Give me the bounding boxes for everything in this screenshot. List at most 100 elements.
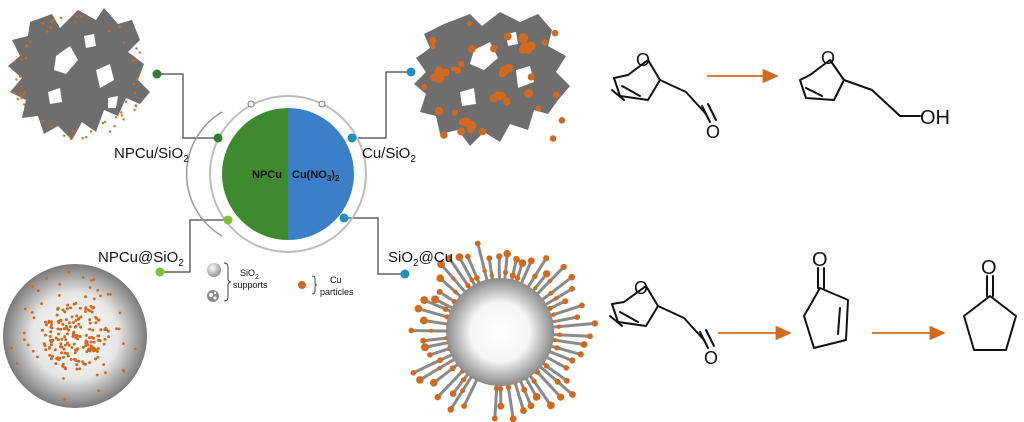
- cu-particle: [518, 259, 527, 267]
- cu-particle: [120, 111, 123, 114]
- cu-particle: [19, 92, 22, 95]
- cu-particle: [95, 349, 99, 353]
- cu-particle: [108, 130, 112, 133]
- cyclopentenone-molecule: O: [803, 249, 849, 349]
- cu-particle: [497, 386, 504, 392]
- cu-particle: [436, 288, 443, 295]
- cu-particle: [53, 348, 57, 352]
- cu-particle: [460, 377, 467, 383]
- cu-particle: [551, 312, 556, 317]
- cu-particle: [94, 315, 98, 319]
- cu-particle: [547, 401, 555, 410]
- cu-particle: [531, 378, 537, 384]
- cu-particle: [75, 334, 79, 338]
- cu-particle: [103, 337, 107, 341]
- cu-particle: [96, 355, 100, 359]
- cu-particle: [90, 335, 94, 339]
- cu-particle: [87, 336, 91, 340]
- cu-particle: [497, 402, 505, 410]
- cu-particle: [420, 296, 429, 305]
- cu-particle: [434, 106, 444, 116]
- furfural-aldehyde-oxygen: O: [706, 122, 720, 142]
- reaction-furfural-to-cyclopentanone: O O O O: [609, 249, 1017, 368]
- cu-particle: [81, 345, 85, 349]
- cu-nitrate-half: [288, 108, 354, 240]
- cu-particle: [55, 313, 59, 317]
- cu-particle: [73, 351, 77, 355]
- cu-particle: [577, 351, 584, 358]
- cu-particle: [87, 347, 91, 351]
- cu-particle: [478, 128, 487, 136]
- cu-particle: [23, 103, 26, 106]
- cu-particle: [113, 125, 116, 128]
- cu-particle: [513, 255, 520, 263]
- cu-particle: [563, 377, 570, 384]
- legend: SiO2 supports Cu particles: [207, 262, 354, 302]
- cu-particle: [72, 342, 76, 346]
- cu-particle: [54, 362, 58, 366]
- cu-particle: [434, 393, 442, 401]
- furfural-molecule-2: O O: [609, 278, 718, 368]
- cu-particle: [520, 407, 527, 415]
- cu-particle: [543, 255, 550, 262]
- cu-particle: [56, 327, 60, 331]
- cu-particle: [22, 93, 25, 96]
- cu-particle: [51, 338, 55, 342]
- furfural2-aldehyde-oxygen: O: [704, 348, 718, 368]
- cu-particle: [414, 304, 423, 313]
- cu-particle: [63, 335, 67, 339]
- cu-legend-label: Cu: [330, 275, 342, 285]
- cu-particle: [54, 336, 58, 340]
- cu-particle: [490, 44, 498, 53]
- cu-particle: [66, 332, 69, 336]
- npcu-at-sio2-core-particles: [10, 270, 137, 401]
- cu-particle: [50, 357, 53, 361]
- cu-particle: [451, 109, 459, 116]
- cu-particle: [71, 129, 75, 132]
- cu-particle: [75, 367, 79, 371]
- cu-particle: [521, 386, 528, 393]
- furfural-ring-oxygen: O: [636, 50, 650, 70]
- cu-particle: [467, 45, 476, 53]
- cu-particle: [503, 250, 511, 258]
- cu-particle: [10, 346, 14, 350]
- cu-particle: [509, 415, 517, 422]
- cu-particle: [49, 25, 52, 29]
- furfural-molecule-1: O O: [611, 50, 720, 142]
- cu-particle: [50, 326, 54, 330]
- cu-particle: [560, 263, 567, 271]
- cu-particle: [62, 347, 66, 351]
- cyclopentanone-oxygen: O: [981, 257, 997, 279]
- cu-particle: [86, 343, 90, 347]
- cu-particle: [63, 310, 67, 314]
- cu-particle: [460, 388, 466, 394]
- cu-particle: [70, 346, 74, 349]
- cu-particle: [464, 253, 471, 260]
- cu-particle: [491, 415, 498, 422]
- cu-particle: [133, 108, 136, 112]
- cu-particle: [47, 321, 51, 324]
- cu-particle: [543, 363, 550, 369]
- connector-lines: [157, 71, 411, 275]
- cu-particle: [76, 337, 80, 341]
- cu-particle: [41, 119, 44, 123]
- cu-particle: [51, 19, 55, 22]
- cu-particle: [551, 29, 559, 37]
- cu-particle: [455, 253, 464, 261]
- cu-particle: [94, 357, 97, 361]
- cu-particle: [96, 334, 100, 338]
- cu-particle: [457, 127, 466, 136]
- cu-particle: [32, 316, 36, 320]
- cu-particle: [114, 116, 118, 119]
- cu-particle: [133, 59, 136, 62]
- cu-particle: [541, 39, 548, 46]
- cu-particle: [76, 347, 80, 351]
- cu-particle: [556, 324, 562, 329]
- cu-particle-legend-icon: [298, 281, 306, 289]
- cu-particle: [482, 268, 487, 273]
- cu-particle: [65, 318, 68, 322]
- cu-particle: [36, 289, 40, 292]
- cu-particle: [450, 66, 457, 72]
- cu-particle: [68, 135, 72, 138]
- cu-particle: [23, 338, 26, 341]
